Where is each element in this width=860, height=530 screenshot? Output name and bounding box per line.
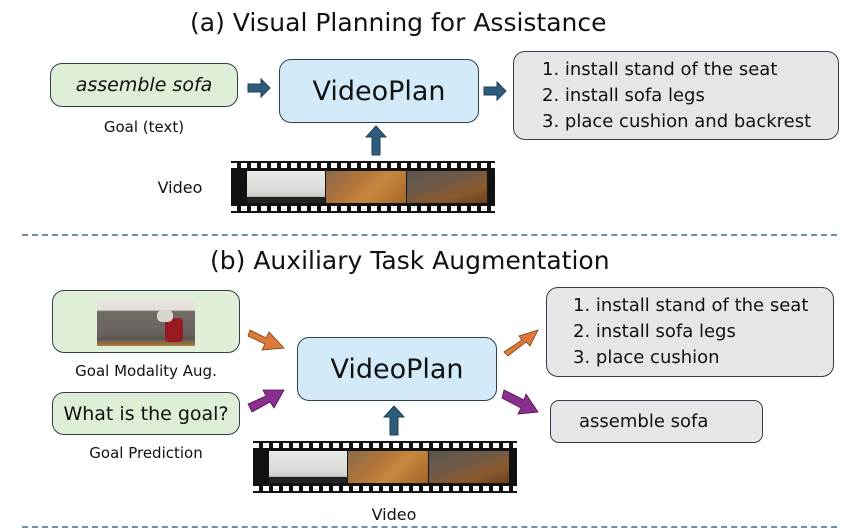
- goal-image-caption: Goal Modality Aug.: [75, 362, 217, 380]
- step-item: 2. install sofa legs: [542, 84, 705, 106]
- videoplan-label-b: VideoPlan: [330, 353, 464, 385]
- output-steps-box-a: 1. install stand of the seat 2. install …: [513, 51, 839, 140]
- arrow-purple-in-icon: [247, 389, 285, 413]
- arrow-orange-out-icon: [503, 329, 539, 357]
- arrow-up-icon: [382, 405, 406, 436]
- videoplan-model-box-b: VideoPlan: [297, 337, 497, 401]
- videoplan-label-a: VideoPlan: [312, 75, 446, 107]
- video-frame: [348, 451, 428, 483]
- goal-image-box: [52, 290, 240, 353]
- goal-text-caption: Goal (text): [103, 118, 185, 136]
- video-frame: [429, 451, 509, 483]
- videoplan-model-box-a: VideoPlan: [279, 59, 479, 123]
- section-divider: [22, 234, 837, 236]
- step-item: 1. install stand of the seat: [542, 58, 778, 80]
- arrow-right-icon: [483, 80, 507, 102]
- video-frame: [407, 171, 487, 203]
- goal-text: assemble sofa: [75, 74, 213, 96]
- section-a-title: (a) Visual Planning for Assistance: [190, 8, 607, 37]
- video-frame: [269, 451, 347, 483]
- section-divider: [22, 526, 837, 528]
- arrow-up-icon: [364, 125, 388, 156]
- step-item: 3. place cushion and backrest: [542, 110, 812, 132]
- sofa-image: [97, 297, 195, 346]
- step-item: 1. install stand of the seat: [573, 295, 809, 316]
- video-caption-a: Video: [157, 178, 203, 197]
- video-frame: [326, 171, 406, 203]
- output-steps-box-b: 1. install stand of the seat 2. install …: [546, 287, 834, 377]
- goal-question-box: What is the goal?: [52, 392, 240, 435]
- section-b-title: (b) Auxiliary Task Augmentation: [210, 246, 610, 275]
- video-frame: [247, 171, 325, 203]
- video-caption-b: Video: [371, 505, 417, 524]
- goal-question-text: What is the goal?: [63, 402, 229, 425]
- output-goal-text: assemble sofa: [579, 411, 709, 432]
- output-goal-box: assemble sofa: [550, 400, 763, 443]
- arrow-orange-in-icon: [247, 329, 285, 351]
- goal-question-caption: Goal Prediction: [89, 444, 203, 462]
- step-item: 3. place cushion: [573, 347, 720, 368]
- step-item: 2. install sofa legs: [573, 321, 736, 342]
- arrow-purple-out-icon: [501, 389, 539, 415]
- video-filmstrip-b: [253, 441, 517, 493]
- video-filmstrip-a: [231, 161, 495, 213]
- arrow-right-icon: [247, 77, 271, 99]
- goal-text-box: assemble sofa: [50, 63, 238, 107]
